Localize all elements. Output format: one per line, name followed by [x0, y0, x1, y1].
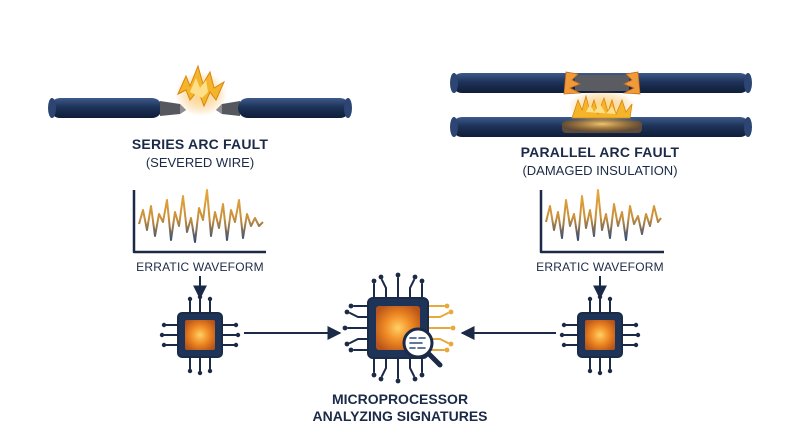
parallel-waveform-label: ERRATIC WAVEFORM	[536, 260, 664, 274]
left-chip-icon	[159, 294, 241, 376]
parallel-spark-icon	[568, 90, 636, 122]
magnifier-icon	[402, 327, 443, 368]
series-waveform-label: ERRATIC WAVEFORM	[136, 260, 264, 274]
series-waveform-chart	[132, 189, 266, 254]
series-fault-subtitle: (SEVERED WIRE)	[145, 155, 255, 170]
parallel-fault-title: PARALLEL ARC FAULT	[520, 144, 680, 160]
parallel-fault-subtitle: (DAMAGED INSULATION)	[522, 163, 678, 178]
microprocessor-label-line1: MICROPROCESSOR	[331, 391, 469, 407]
microprocessor-label: MICROPROCESSOR ANALYZING SIGNATURES	[290, 391, 510, 425]
parallel-fault-wires	[450, 71, 752, 137]
microprocessor-label-line2: ANALYZING SIGNATURES	[312, 408, 488, 424]
right-chip-icon	[559, 294, 641, 376]
series-fault-title: SERIES ARC FAULT	[131, 136, 269, 152]
parallel-waveform-chart	[539, 189, 664, 254]
series-spark-icon	[175, 64, 227, 116]
flow-arrows	[193, 276, 607, 340]
